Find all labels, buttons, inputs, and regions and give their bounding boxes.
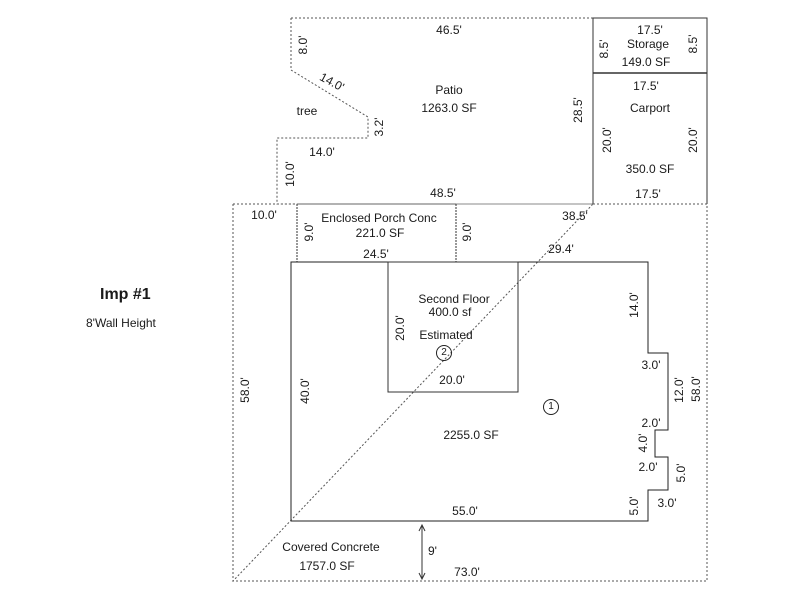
patio-dim-bottom: 48.5' (430, 186, 456, 200)
patio-dim-notch-vertical: 3.2' (372, 117, 386, 137)
main-dim-notch: 4.0' (636, 433, 650, 453)
porch-name: Enclosed Porch Conc (321, 211, 437, 225)
second-floor-note: Estimated (419, 328, 473, 342)
patio-outline (276, 17, 593, 205)
main-dim-right-mid: 12.0' (672, 377, 686, 403)
main-dim-step2: 2.0' (641, 416, 661, 430)
covered-area: 1757.0 SF (299, 559, 355, 573)
covered-dim-bottom: 73.0' (454, 565, 480, 579)
main-area: 2255.0 SF (443, 428, 499, 442)
covered-dim-offset: 9' (428, 544, 437, 558)
main-dim-right-lower: 5.0' (674, 463, 688, 483)
storage-dim-left: 8.5' (597, 39, 611, 59)
porch-area: 221.0 SF (355, 226, 405, 240)
patio-dim-notch-horizontal: 14.0' (309, 145, 335, 159)
patio-tree-note: tree (296, 104, 318, 118)
main-dim-bottom: 55.0' (452, 504, 478, 518)
wall-height-note: 8'Wall Height (86, 316, 156, 330)
main-level-marker: 1 (543, 399, 559, 415)
carport-area: 350.0 SF (625, 162, 675, 176)
main-dim-right-upper: 14.0' (627, 292, 641, 318)
porch-dim-right: 9.0' (460, 222, 474, 242)
carport-dim-right: 20.0' (686, 127, 700, 153)
offset-arrow (418, 523, 426, 581)
storage-name: Storage (626, 37, 670, 51)
covered-dim-top-right: 38.5' (562, 209, 588, 223)
second-floor-dim-bottom: 20.0' (439, 373, 465, 387)
second-floor-dim-left: 20.0' (393, 315, 407, 341)
patio-dim-left-upper: 8.0' (296, 35, 310, 55)
covered-dim-left: 58.0' (238, 377, 252, 403)
main-dim-step4: 3.0' (657, 496, 677, 510)
porch-dim-left: 9.0' (302, 222, 316, 242)
covered-dim-top-left: 10.0' (251, 208, 277, 222)
patio-dim-left-lower: 10.0' (283, 161, 297, 187)
carport-dim-top: 17.5' (633, 79, 659, 93)
carport-dim-bottom: 17.5' (635, 187, 661, 201)
main-dim-top-right: 29.4' (548, 242, 574, 256)
main-dim-left: 40.0' (298, 378, 312, 404)
patio-dim-right: 28.5' (571, 97, 585, 123)
enclosed-porch-outline (296, 204, 457, 262)
patio-area: 1263.0 SF (421, 101, 477, 115)
patio-name: Patio (435, 83, 463, 97)
second-floor-area: 400.0 sf (428, 305, 472, 319)
patio-dim-top: 46.5' (436, 23, 462, 37)
second-floor-name: Second Floor (418, 292, 490, 306)
second-floor-outline (387, 261, 519, 393)
covered-name: Covered Concrete (282, 540, 380, 554)
storage-dim-right: 8.5' (686, 34, 700, 54)
main-dim-step3: 2.0' (638, 460, 658, 474)
main-house-outline (290, 261, 669, 522)
carport-outline (592, 73, 708, 204)
second-floor-level-marker: 2 (436, 345, 452, 361)
covered-dim-right: 58.0' (689, 376, 703, 402)
main-dim-step1: 3.0' (641, 358, 661, 372)
storage-area: 149.0 SF (621, 55, 671, 69)
carport-dim-left: 20.0' (600, 127, 614, 153)
porch-dim-bottom: 24.5' (363, 247, 389, 261)
storage-dim-top: 17.5' (637, 23, 663, 37)
main-dim-right-bottom: 5.0' (627, 496, 641, 516)
carport-name: Carport (629, 101, 671, 115)
imp-title: Imp #1 (100, 286, 151, 303)
